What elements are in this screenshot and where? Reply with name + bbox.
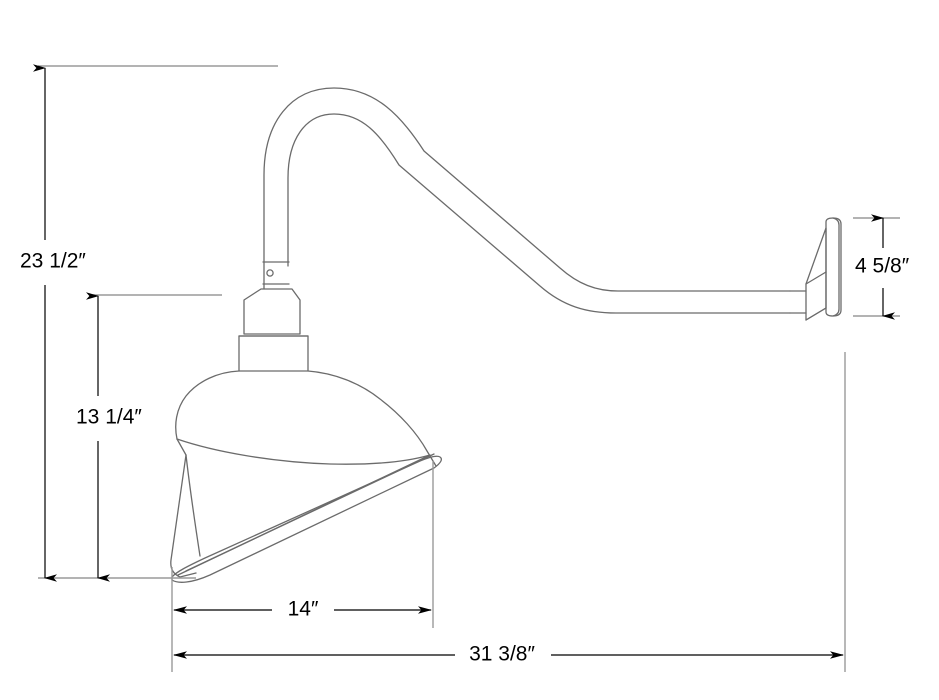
dimension-backplate-height: 4 5/8″ bbox=[855, 214, 910, 320]
dimension-label-shade-height: 13 1/4″ bbox=[76, 406, 142, 429]
fitter-upper-collar bbox=[243, 288, 301, 335]
backplate-taper-bottom bbox=[805, 307, 827, 321]
backplate-taper-top bbox=[805, 271, 827, 285]
dimension-shade-height: 13 1/4″ bbox=[76, 292, 142, 582]
shade-dome bbox=[170, 370, 240, 578]
fitter-lower-band bbox=[238, 335, 309, 372]
dimension-overall-extension: 31 3/8″ bbox=[173, 643, 844, 666]
dimension-label-overall-height: 23 1/2″ bbox=[20, 250, 86, 273]
setscrew-band bbox=[262, 261, 290, 285]
dimension-label-overall-extension: 31 3/8″ bbox=[469, 643, 535, 666]
shade-rim-inner-edge2 bbox=[185, 453, 435, 572]
fixture-outline bbox=[170, 87, 842, 583]
set-screw-icon bbox=[266, 269, 274, 277]
gooseneck-arm-outer bbox=[263, 87, 791, 292]
extension-lines bbox=[38, 65, 900, 672]
wall-backplate bbox=[825, 217, 842, 317]
shade-rim-outer bbox=[171, 455, 442, 583]
dimension-label-shade-diameter: 14″ bbox=[288, 598, 319, 621]
wall-backplate-face bbox=[832, 217, 840, 317]
shade-dome-seam bbox=[176, 438, 431, 465]
shade-dome-right bbox=[307, 370, 437, 467]
dimension-shade-diameter: 14″ bbox=[173, 598, 432, 621]
dimension-overall-height: 23 1/2″ bbox=[20, 64, 86, 582]
dimension-label-backplate-height: 4 5/8″ bbox=[855, 255, 910, 278]
shade-flare-left bbox=[185, 454, 201, 557]
gooseneck-arm-inner bbox=[287, 113, 791, 314]
